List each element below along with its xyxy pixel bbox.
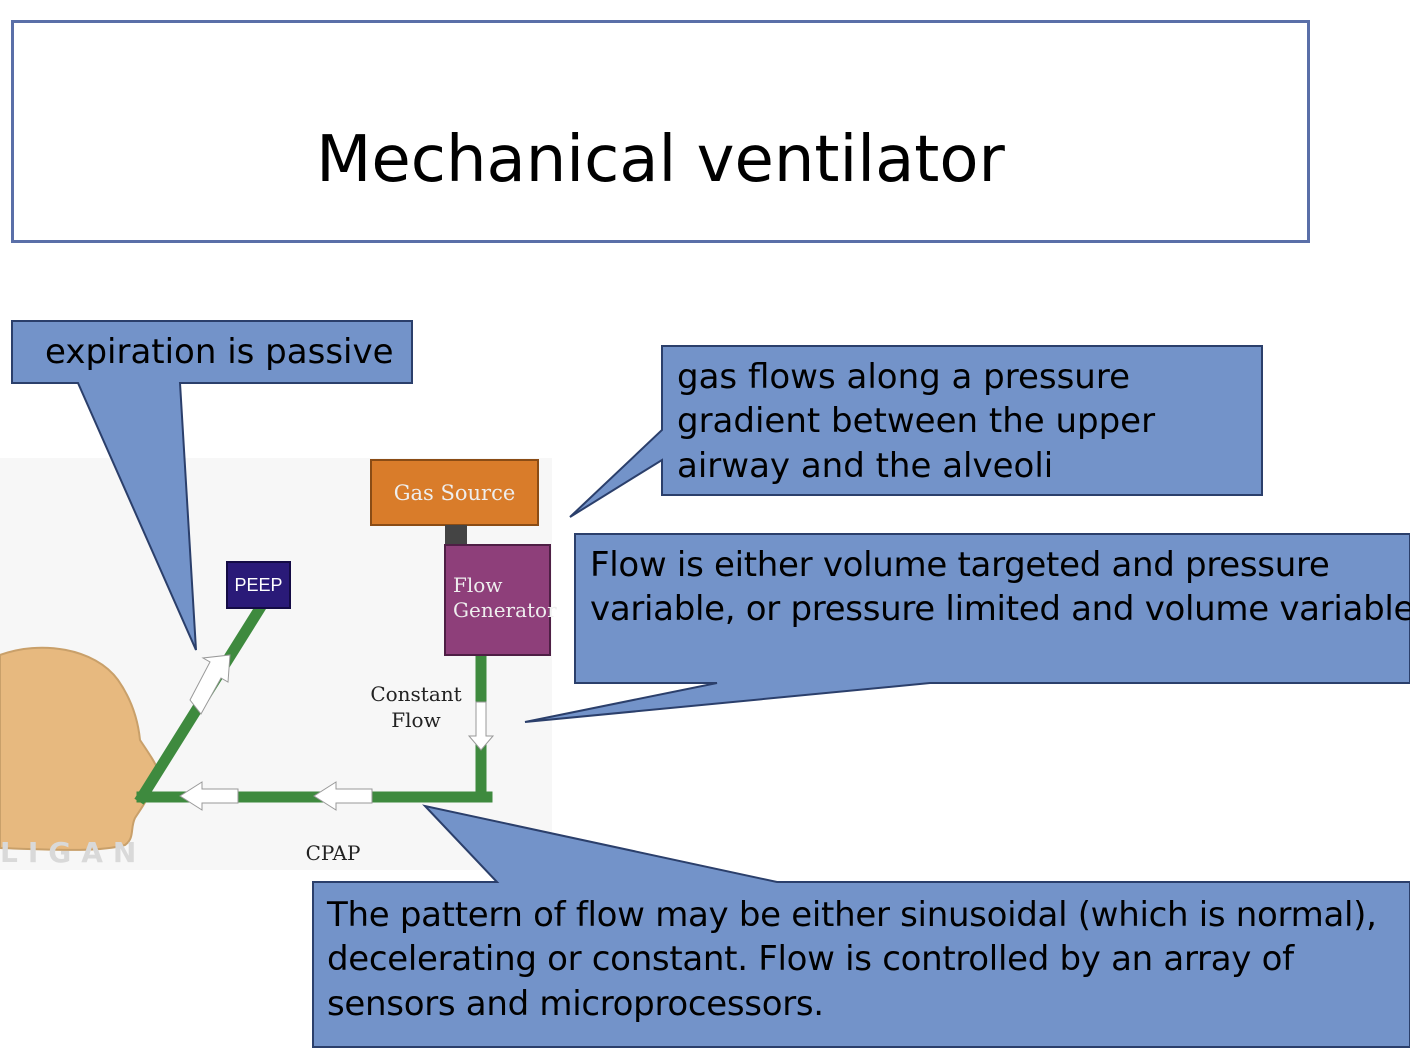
gas-connector bbox=[445, 525, 467, 545]
constant-flow-label-line2: Flow bbox=[391, 708, 441, 732]
slide-title: Mechanical ventilator bbox=[316, 123, 1005, 197]
callout-gradient-text-line3: airway and the alveoli bbox=[677, 446, 1054, 486]
callout-gradient-text-line2: gradient between the upper bbox=[677, 401, 1156, 441]
down-arrow-icon bbox=[467, 701, 495, 751]
flow-generator-label-line2: Generator bbox=[453, 598, 557, 622]
up-right-arrow-icon bbox=[189, 654, 231, 715]
callout-gradient-shape bbox=[569, 345, 1263, 518]
callout-flowtype-text-line2: variable, or pressure limited and volume… bbox=[590, 589, 1410, 629]
callout-pattern-text-line1: The pattern of flow may be either sinuso… bbox=[327, 895, 1377, 935]
flow-generator-box bbox=[444, 544, 551, 656]
head-silhouette bbox=[0, 646, 160, 851]
gas-source-box bbox=[370, 459, 539, 526]
callout-flowtype-text-line1: Flow is either volume targeted and press… bbox=[590, 545, 1330, 585]
peep-box bbox=[226, 561, 291, 609]
callout-expiration-text: expiration is passive bbox=[45, 332, 394, 372]
left-arrow-icon bbox=[313, 781, 373, 811]
callout-flowtype-shape bbox=[524, 533, 1410, 723]
watermark-text: LIGAN bbox=[0, 836, 147, 869]
constant-flow-label-line1: Constant bbox=[370, 682, 462, 706]
gas-source-label: Gas Source bbox=[393, 481, 516, 505]
flow-generator-label-line1: Flow bbox=[453, 573, 503, 597]
callout-pattern-shape bbox=[312, 804, 1410, 1048]
flow-arrows bbox=[179, 654, 495, 811]
left-arrow-icon bbox=[179, 781, 239, 811]
callout-expiration-shape bbox=[11, 320, 413, 651]
callout-gradient-text-line1: gas flows along a pressure bbox=[677, 357, 1131, 397]
callout-pattern-text-line3: sensors and microprocessors. bbox=[327, 984, 824, 1024]
cpap-label: CPAP bbox=[305, 841, 361, 865]
peep-label: PEEP bbox=[234, 575, 283, 595]
callout-pattern-text-line2: decelerating or constant. Flow is contro… bbox=[327, 939, 1294, 979]
title-box: Mechanical ventilator bbox=[11, 20, 1310, 243]
